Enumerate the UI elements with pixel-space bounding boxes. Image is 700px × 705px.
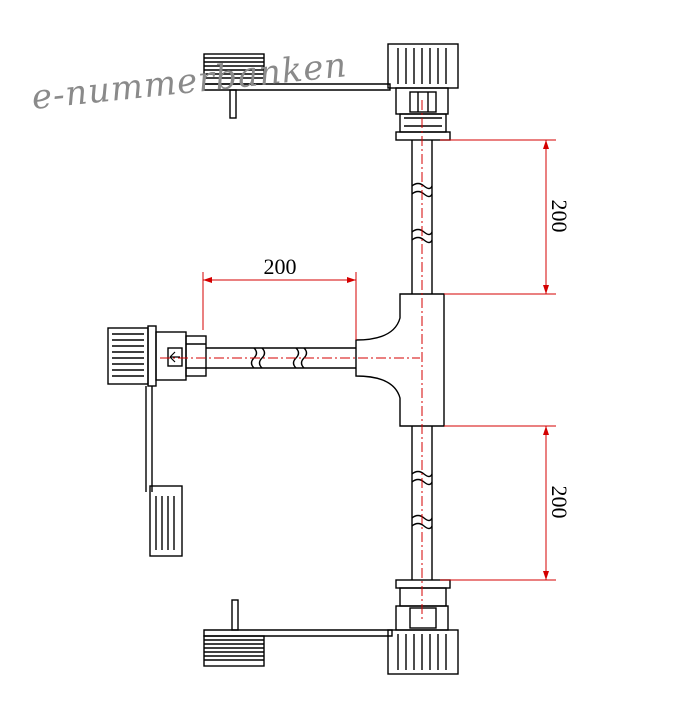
lower-branch-dimension: 200 bbox=[547, 486, 572, 519]
bottom-nut bbox=[387, 629, 459, 675]
dimension-lines bbox=[202, 139, 556, 581]
left-dust-cap bbox=[145, 386, 183, 557]
upper-branch-dimension: 200 bbox=[547, 200, 572, 233]
t-junction bbox=[355, 293, 445, 427]
left-branch-dimension: 200 bbox=[264, 254, 297, 279]
center-lines bbox=[160, 100, 423, 620]
top-connector bbox=[387, 43, 459, 141]
bottom-cap-thread bbox=[203, 635, 265, 667]
left-arrow-icon bbox=[169, 351, 180, 363]
top-nut-knurl bbox=[397, 48, 447, 84]
dimension-arrowheads bbox=[203, 140, 549, 580]
bottom-dust-cap bbox=[203, 599, 393, 667]
drawing-outlines bbox=[107, 43, 459, 675]
top-dust-cap bbox=[203, 53, 391, 119]
left-connector bbox=[107, 325, 207, 387]
bottom-connector bbox=[387, 579, 459, 675]
left-cap-body bbox=[149, 485, 183, 557]
bottom-cable bbox=[411, 426, 433, 580]
top-cable bbox=[411, 140, 433, 294]
